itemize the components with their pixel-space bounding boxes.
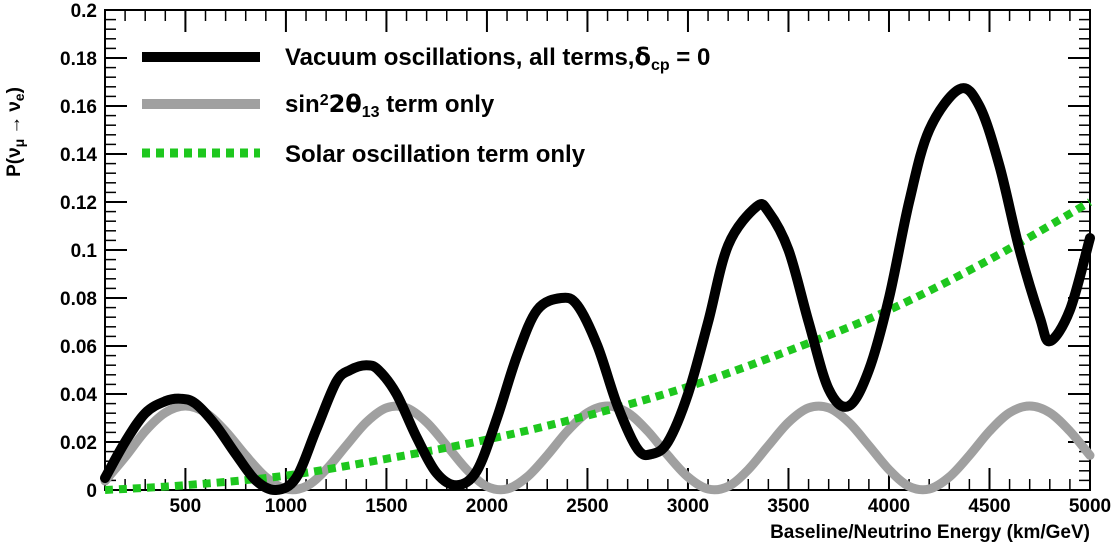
y-title-arrow: → bbox=[4, 116, 25, 135]
y-tick-label: 0.18 bbox=[60, 49, 97, 70]
legend-vacuum-sub: cp bbox=[651, 57, 670, 74]
legend-sin2-main: sin bbox=[285, 91, 320, 118]
y-tick-label: 0.04 bbox=[60, 385, 97, 406]
x-tick-label: 4500 bbox=[968, 496, 1010, 517]
y-tick-label: 0.14 bbox=[60, 145, 97, 166]
x-tick-label: 5000 bbox=[1069, 496, 1111, 517]
legend-vacuum-main: Vacuum oscillations, all terms, bbox=[285, 44, 634, 71]
y-title-nu1: ν bbox=[4, 147, 25, 158]
x-tick-label: 2500 bbox=[566, 496, 608, 517]
y-tick-label: 0.16 bbox=[60, 97, 97, 118]
y-tick-label: 0.06 bbox=[60, 337, 97, 358]
y-tick-label: 0.08 bbox=[60, 289, 97, 310]
y-tick-label: 0.02 bbox=[60, 433, 97, 454]
legend-sin2-sup: 2 bbox=[320, 92, 329, 109]
x-tick-label: 3000 bbox=[667, 496, 709, 517]
series-layer bbox=[100, 83, 1095, 496]
axis-ticks: 0 0.02 0.04 0.06 0.08 0.1 0.12 0.14 0.16 0.18 0.2 5… bbox=[60, 1, 1111, 517]
x-tick-label: 4000 bbox=[868, 496, 910, 517]
y-title-prefix: P( bbox=[4, 157, 25, 177]
legend-sin2-tail: term only bbox=[380, 91, 495, 118]
legend: Vacuum oscillations, all terms,δcp = 0 s… bbox=[142, 32, 710, 172]
y-title-nu2: ν bbox=[4, 101, 25, 112]
y-tick-label: 0.12 bbox=[60, 193, 97, 214]
y-tick-label: 0 bbox=[86, 481, 97, 502]
legend-label-sin2: sin22θ13 term only bbox=[285, 90, 495, 121]
y-title-suffix: ) bbox=[4, 87, 25, 93]
x-tick-label: 500 bbox=[170, 496, 202, 517]
y-tick-label: 0.2 bbox=[71, 1, 97, 22]
legend-label-solar: Solar oscillation term only bbox=[285, 141, 586, 168]
x-tick-label: 1000 bbox=[265, 496, 307, 517]
legend-sin2-mid: 2θ bbox=[329, 90, 362, 118]
x-tick-label: 2000 bbox=[466, 496, 508, 517]
x-axis-title: Baseline/Neutrino Energy (km/GeV) bbox=[770, 522, 1090, 543]
y-tick-label: 0.1 bbox=[71, 241, 98, 262]
x-tick-label: 3500 bbox=[767, 496, 809, 517]
y-title-sub-mu: μ bbox=[11, 139, 27, 148]
legend-vacuum-delta: δ bbox=[634, 43, 651, 71]
legend-vacuum-tail: = 0 bbox=[670, 44, 711, 71]
y-title-sub-e: e bbox=[11, 93, 27, 101]
y-axis-title: P(νμ→νe) bbox=[4, 87, 27, 177]
x-tick-label: 1500 bbox=[365, 496, 407, 517]
series-line-1 bbox=[100, 401, 1095, 495]
legend-label-vacuum: Vacuum oscillations, all terms,δcp = 0 bbox=[285, 43, 710, 74]
series-line-2 bbox=[104, 198, 1092, 494]
legend-sin2-sub: 13 bbox=[362, 104, 380, 121]
series-line-0 bbox=[100, 83, 1095, 496]
